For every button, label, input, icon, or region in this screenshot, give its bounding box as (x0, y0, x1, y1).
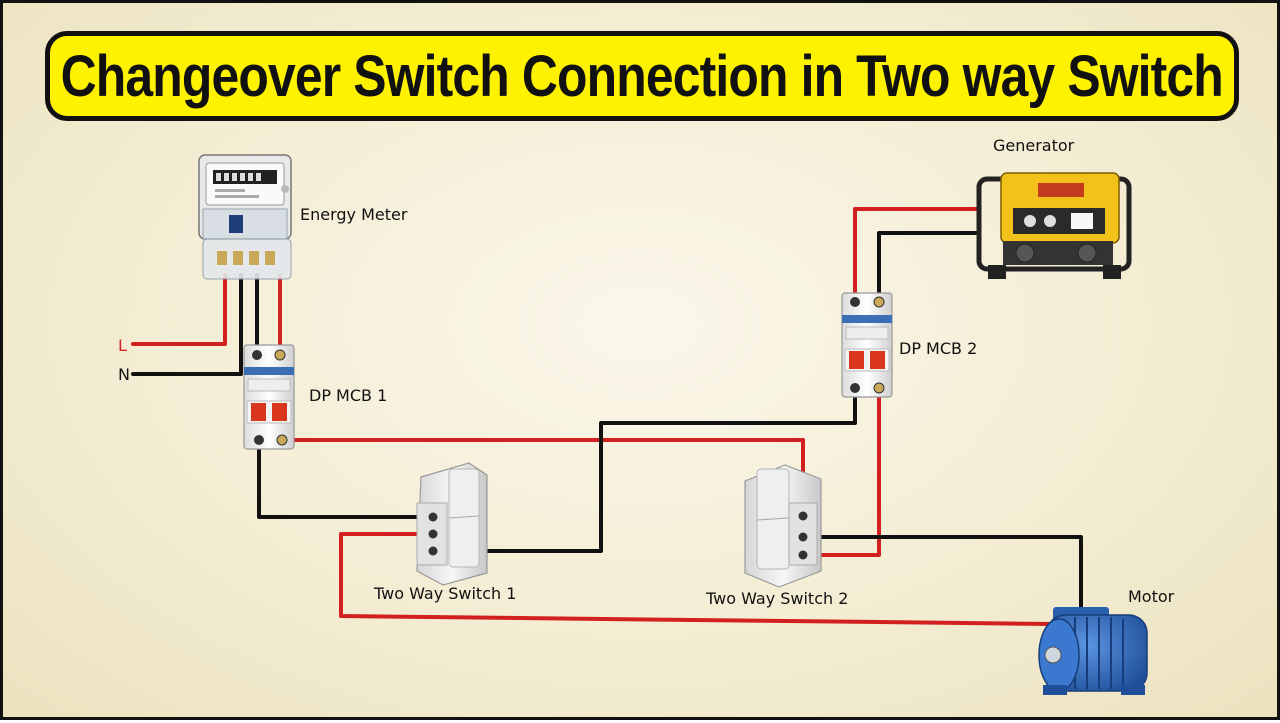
two-way-switch-icon (416, 462, 488, 586)
energy-meter-icon (198, 154, 292, 280)
neutral-terminal-label: N (118, 365, 130, 384)
mcb2-line-out-wire (801, 386, 881, 557)
page-title: Changeover Switch Connection in Two way … (60, 43, 1224, 109)
motor-label: Motor (1128, 587, 1175, 606)
switch2-common-wire (801, 535, 1083, 617)
wires (131, 207, 1083, 626)
generator-icon (976, 172, 1132, 279)
energy-meter-label: Energy Meter (300, 205, 408, 224)
wiring-diagram (131, 154, 1148, 695)
two-way-switch-2-label: Two Way Switch 2 (706, 589, 849, 608)
generator-neutral-wire (877, 231, 979, 302)
line-terminal-label: L (118, 336, 127, 355)
mcb2-neutral-out-wire (431, 386, 857, 553)
mcb1-neutral-out-wire (257, 438, 437, 519)
supply-line-wire (131, 273, 227, 346)
two-way-switch-1-label: Two Way Switch 1 (374, 584, 517, 603)
generator-label: Generator (993, 136, 1075, 155)
electric-motor-icon (1038, 607, 1148, 695)
mcb1-line-out-wire (280, 438, 805, 518)
circuit-breaker-icon (243, 344, 295, 450)
generator-line-wire (853, 207, 979, 302)
title-banner: Changeover Switch Connection in Two way … (45, 31, 1239, 121)
supply-neutral-wire (131, 273, 243, 376)
switch1-common-wire (339, 532, 1053, 626)
two-way-switch-icon (744, 464, 822, 588)
dp-mcb-1-label: DP MCB 1 (309, 386, 388, 405)
dp-mcb-2-label: DP MCB 2 (899, 339, 978, 358)
circuit-breaker-icon (841, 292, 893, 398)
